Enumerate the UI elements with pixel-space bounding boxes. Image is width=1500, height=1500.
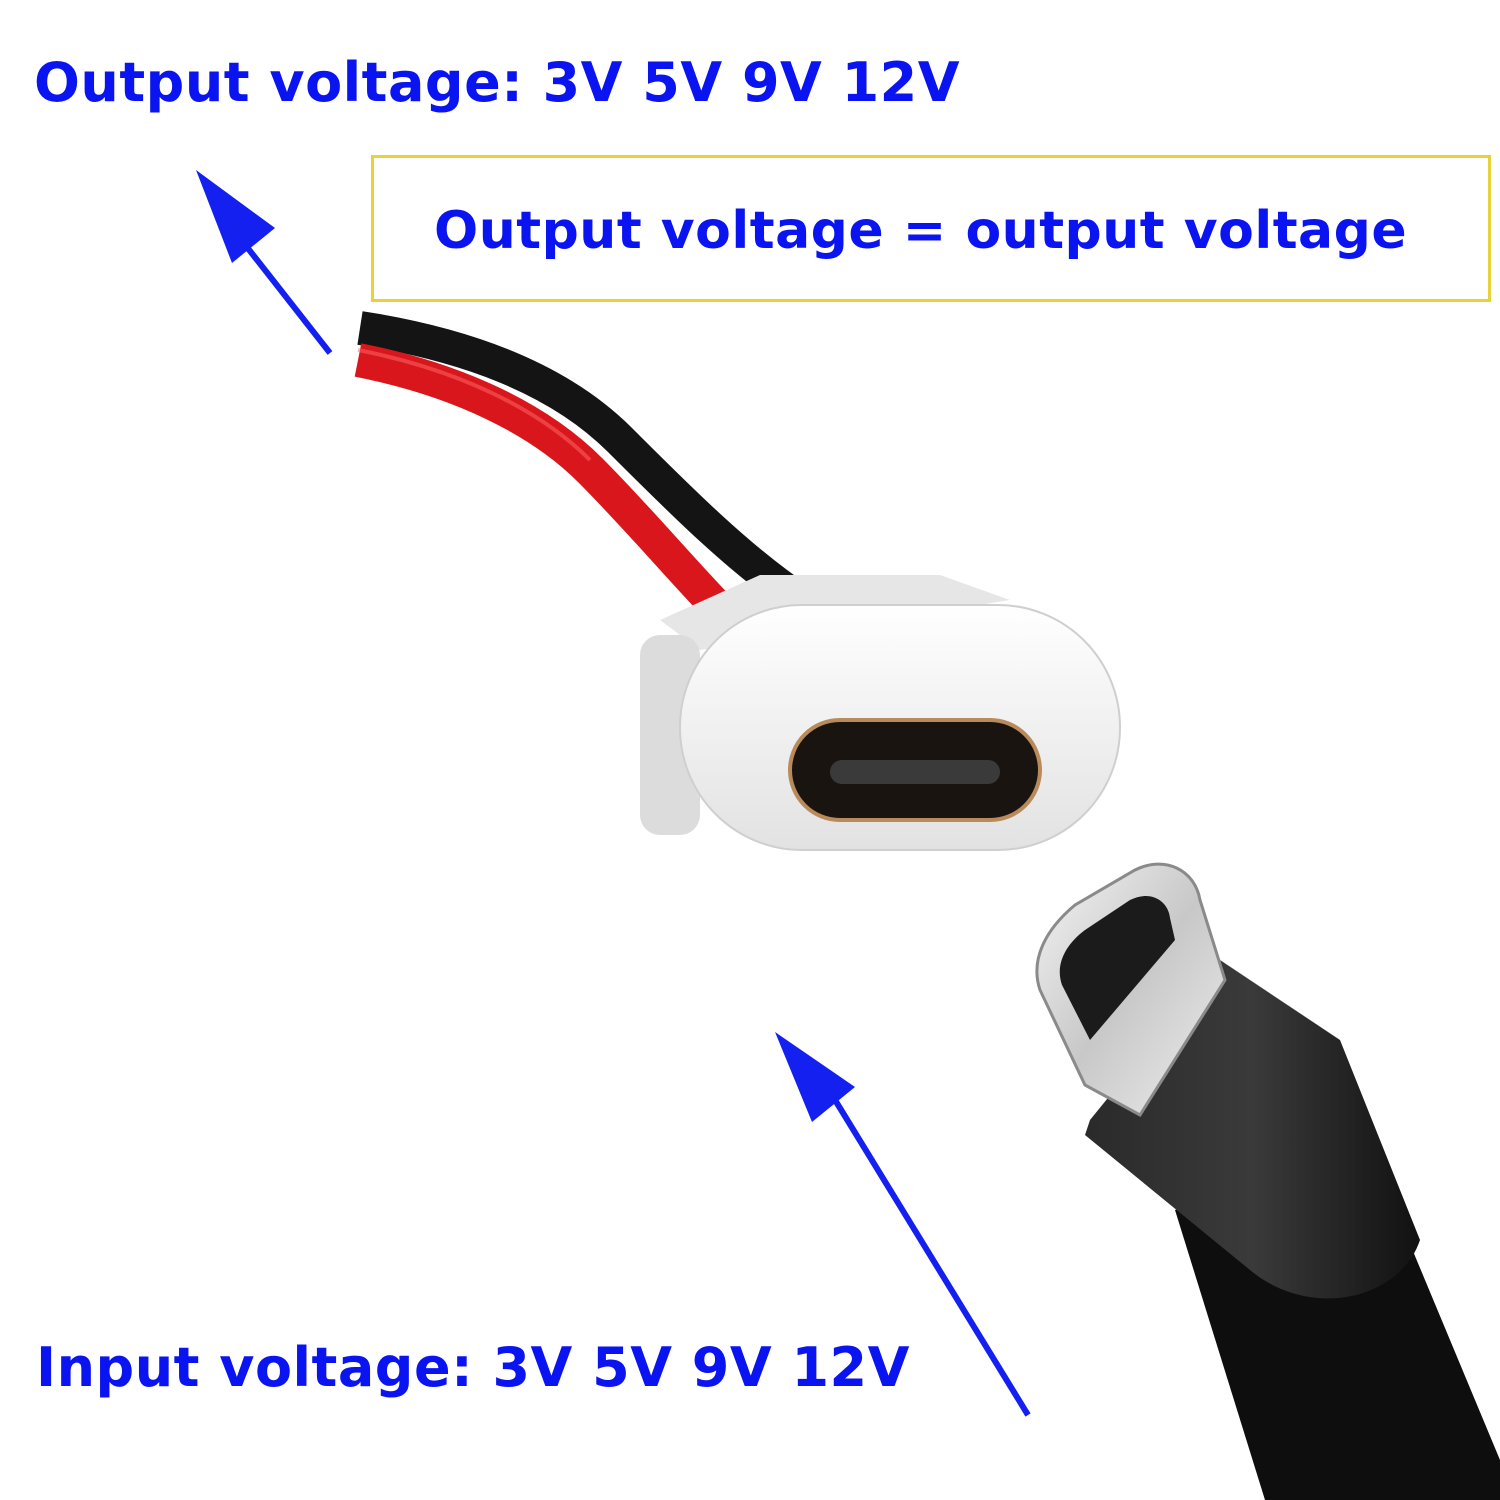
usb-c-socket [640, 575, 1121, 851]
input-voltage-label: Input voltage: 3V 5V 9V 12V [36, 1336, 910, 1399]
black-wire [357, 311, 810, 615]
note-box: Output voltage = output voltage [371, 155, 1491, 302]
usb-c-plug [1035, 862, 1500, 1500]
arrow-up-left-icon [196, 170, 333, 355]
wire-pair [354, 311, 810, 633]
red-wire [354, 343, 743, 633]
output-voltage-label: Output voltage: 3V 5V 9V 12V [34, 51, 961, 114]
arrow-up-left-icon [775, 1032, 1031, 1417]
note-text: Output voltage = output voltage [434, 201, 1408, 261]
